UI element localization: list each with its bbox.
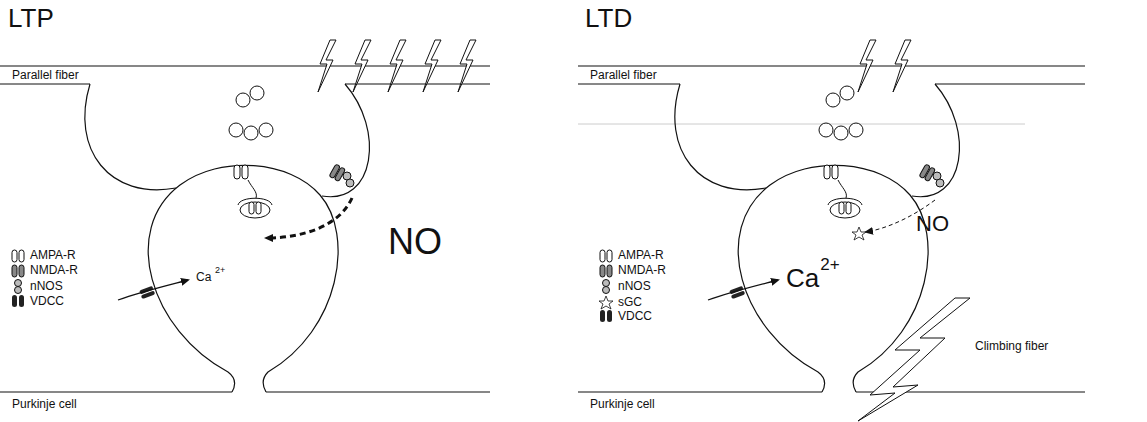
ion-charge: 2+ [215, 266, 225, 276]
legend-text: NMDA-R [618, 264, 666, 277]
ion-charge: 2+ [820, 256, 839, 275]
molecule-label: NO [388, 222, 442, 262]
fiber-label: Parallel fiber [590, 69, 657, 82]
legend-text: sGC [618, 296, 642, 309]
legend-text: nNOS [618, 280, 651, 293]
legend-text: nNOS [30, 280, 63, 293]
fiber-label: Parallel fiber [12, 69, 79, 82]
legend-text: VDCC [30, 295, 64, 308]
legend-text: AMPA-R [618, 249, 664, 262]
legend-text: NMDA-R [30, 264, 78, 277]
legend-text: AMPA-R [30, 249, 76, 262]
cell-label: Purkinje cell [590, 398, 655, 411]
ion-label: Ca [196, 271, 211, 284]
cell-label: Purkinje cell [12, 398, 77, 411]
fiber-label: Climbing fiber [975, 340, 1048, 353]
ion-label: Ca [786, 264, 819, 293]
legend-text: VDCC [618, 310, 652, 323]
panel-title: LTP [8, 4, 54, 33]
panel-title: LTD [585, 4, 632, 33]
molecule-label: NO [916, 212, 949, 236]
